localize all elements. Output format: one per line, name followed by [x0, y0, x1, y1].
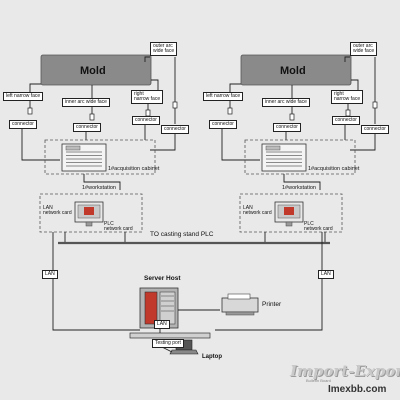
- laptop-label: Laptop: [202, 354, 222, 360]
- inner-arc-plug-icon: [289, 113, 295, 121]
- mold-block: [240, 54, 352, 86]
- workstation-pc-icon: [74, 201, 104, 227]
- workstation-screen-content: [84, 207, 94, 215]
- cable-left-to-cabinet: [21, 128, 60, 161]
- watermark-site: Imexbb.com: [328, 384, 387, 395]
- connector-left-narrow: connector: [9, 120, 37, 129]
- lan-left-line: [52, 232, 140, 331]
- lan-center-label: LAN: [154, 320, 170, 329]
- plc-network-card-label: PLC network card: [104, 221, 133, 232]
- workstation-group: [239, 193, 343, 233]
- connector-outer-arc: connector: [161, 125, 189, 134]
- watermark-title: Import-Export: [290, 362, 400, 380]
- inner-arc-wide-face-label: inner arc wide face: [262, 98, 310, 107]
- connector-right-narrow: connector: [332, 116, 360, 125]
- printer-body: [221, 297, 259, 313]
- acquisition-cabinet-group: [244, 139, 356, 175]
- outer-arc-wire-top: [144, 56, 150, 62]
- laptop-base: [169, 349, 199, 355]
- outer-arc-plug-icon: [172, 101, 178, 109]
- printer-tray: [225, 311, 255, 316]
- right-narrow-face-label: right narrow face: [131, 90, 164, 104]
- server-host-label: Server Host: [144, 275, 181, 282]
- mold-block: [40, 54, 152, 86]
- left-narrow-wire: [29, 83, 41, 92]
- cabinet-panel: [65, 145, 81, 151]
- right-narrow-wire: [351, 79, 359, 90]
- workstation-pc-icon: [274, 201, 304, 227]
- mold-label: Mold: [80, 65, 106, 77]
- left-narrow-wire: [229, 83, 241, 92]
- laptop-icon: [169, 339, 199, 355]
- server-front: [144, 291, 158, 325]
- testing-port-label: Testing port: [152, 339, 184, 348]
- left-narrow-plug-icon: [27, 107, 33, 115]
- lan-left-label: LAN: [42, 270, 58, 279]
- casting-stand-label: TO casting stand PLC: [150, 231, 214, 238]
- left-narrow-face-label: left narrow face: [203, 92, 244, 101]
- acquisition-cabinet-label: 1#acquisition cabinet: [108, 166, 160, 172]
- printer-icon: [221, 293, 259, 316]
- acquisition-cabinet-icon: [61, 143, 107, 172]
- workstation-screen-content: [284, 207, 294, 215]
- connector-inner-arc: connector: [73, 123, 101, 132]
- connector-inner-arc: connector: [273, 123, 301, 132]
- connector-right-narrow: connector: [132, 116, 160, 125]
- printer-paper: [227, 293, 251, 300]
- outer-arc-wide-face-label: outer arc wide face: [150, 42, 178, 56]
- acquisition-cabinet-icon: [261, 143, 307, 172]
- left-narrow-face-label: left narrow face: [3, 92, 44, 101]
- outer-arc-wire-top: [344, 56, 350, 62]
- lan-network-card-label: LAN network card: [243, 205, 272, 216]
- printer-label: Printer: [262, 301, 282, 308]
- workstation-stand: [85, 221, 93, 227]
- lan-right-line: [215, 232, 323, 331]
- right-narrow-face-label: right narrow face: [331, 90, 364, 104]
- watermark-subtitle: Bulletin Board: [306, 378, 331, 383]
- lan-right-label: LAN: [318, 270, 334, 279]
- outer-arc-plug-icon: [372, 101, 378, 109]
- cable-cabinet-to-workstation: [283, 174, 321, 190]
- workstation-label: 1#workstation: [82, 185, 116, 191]
- connector-left-narrow: connector: [209, 120, 237, 129]
- inner-arc-plug-icon: [89, 113, 95, 121]
- cabinet-panel: [265, 145, 281, 151]
- lan-network-card-label: LAN network card: [43, 205, 72, 216]
- plc-network-card-label: PLC network card: [304, 221, 333, 232]
- workstation-group: [39, 193, 143, 233]
- workstation-stand: [285, 221, 293, 227]
- outer-arc-wide-face-label: outer arc wide face: [350, 42, 378, 56]
- connector-outer-arc: connector: [361, 125, 389, 134]
- mold-label: Mold: [280, 65, 306, 77]
- left-narrow-plug-icon: [227, 107, 233, 115]
- inner-arc-wide-face-label: inner arc wide face: [62, 98, 110, 107]
- acquisition-cabinet-label: 1#acquisition cabinet: [308, 166, 360, 172]
- workstation-label: 1#workstation: [282, 185, 316, 191]
- cable-outer-to-cabinet: [150, 133, 176, 151]
- cable-cabinet-to-workstation: [83, 174, 121, 190]
- testing-port-switch: [129, 332, 211, 339]
- cable-outer-to-cabinet: [350, 133, 376, 151]
- server-tower-icon: [139, 287, 179, 329]
- right-narrow-wire: [151, 79, 159, 90]
- cable-left-to-cabinet: [221, 128, 260, 161]
- acquisition-cabinet-group: [44, 139, 156, 175]
